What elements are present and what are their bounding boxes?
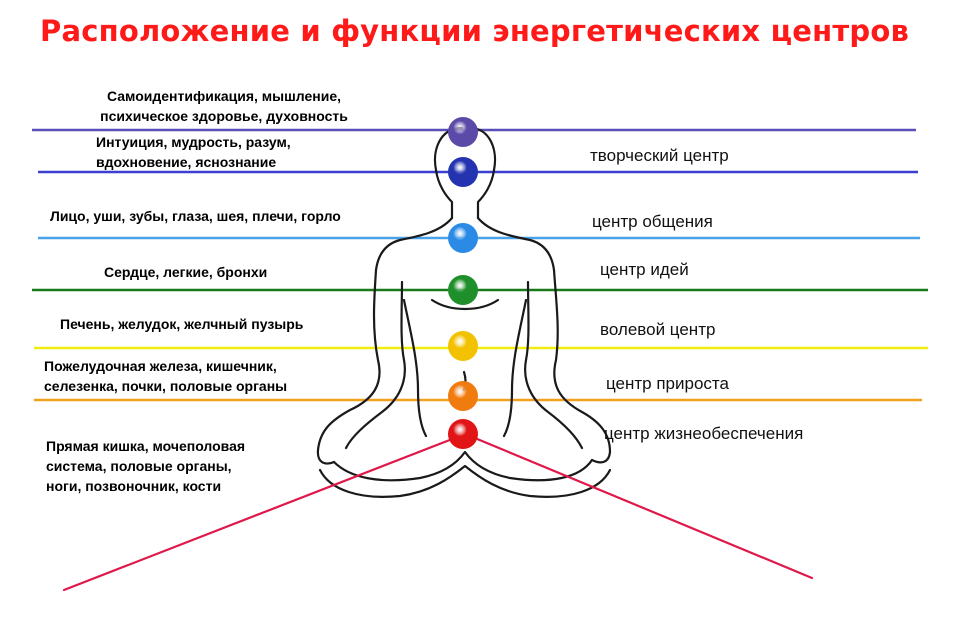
chakra-point-6 <box>448 381 478 411</box>
chakra-point-3 <box>448 223 478 253</box>
organ-line: Самоидентификация, мышление, <box>106 88 341 104</box>
chakra-point-5 <box>448 331 478 361</box>
organ-line: Пожелудочная железа, кишечник, <box>44 358 277 374</box>
right-arm-outline <box>552 268 612 464</box>
chest-line <box>430 298 500 310</box>
organ-line: психическое здоровье, духовность <box>100 108 348 124</box>
energy-rays <box>62 434 814 592</box>
body-outline <box>316 126 612 498</box>
left-inner-arm <box>344 280 406 450</box>
chakra-point-1 <box>448 117 478 147</box>
organ-line: Сердце, легкие, бронхи <box>104 264 268 280</box>
center-label-2: творческий центр <box>590 146 729 165</box>
organ-line: Интуиция, мудрость, разум, <box>96 134 291 150</box>
chakra-point-7 <box>448 419 478 449</box>
organ-label-2: Интуиция, мудрость, разум, вдохновение, я… <box>96 132 396 172</box>
ray-right <box>468 434 814 580</box>
center-label-5: волевой центр <box>600 320 716 339</box>
chakra-point-2 <box>448 157 478 187</box>
organ-line: Прямая кишка, мочеполовая <box>46 438 246 454</box>
organ-line: вдохновение, яснознание <box>96 154 277 170</box>
legs-outline <box>332 450 594 482</box>
center-label-3: центр общения <box>592 212 713 231</box>
organ-line: Лицо, уши, зубы, глаза, шея, плечи, горл… <box>50 208 341 224</box>
left-shoulder-outline <box>374 216 454 272</box>
organ-label-7: Прямая кишка, мочеполовая система, половы… <box>46 436 346 496</box>
right-shoulder-outline <box>476 216 556 272</box>
torso-right <box>502 298 528 438</box>
organ-line: селезенка, почки, половые органы <box>44 378 288 394</box>
organ-label-1: Самоидентификация, мышление, психическое … <box>44 86 404 126</box>
chakra-point-4 <box>448 275 478 305</box>
chakra-points <box>448 117 478 449</box>
page-title: Расположение и функции энергетических це… <box>40 14 910 48</box>
center-label-4: центр идей <box>600 260 689 279</box>
organ-line: Печень, желудок, желчный пузырь <box>60 316 304 332</box>
left-arm-outline <box>316 268 381 465</box>
organ-line: система, половые органы, <box>46 458 232 474</box>
organ-label-3: Лицо, уши, зубы, глаза, шея, плечи, горл… <box>50 206 410 226</box>
organ-label-6: Пожелудочная железа, кишечник, селезенка,… <box>44 356 364 396</box>
organ-label-4: Сердце, легкие, бронхи <box>104 262 404 282</box>
organ-line: ноги, позвоночник, кости <box>46 478 222 494</box>
torso-left <box>402 298 428 438</box>
head-outline <box>434 126 497 220</box>
legs-bottom <box>318 464 612 498</box>
organ-label-5: Печень, желудок, желчный пузырь <box>60 314 380 334</box>
ray-left <box>62 434 462 592</box>
center-label-7: центр жизнеобеспечения <box>604 424 804 443</box>
center-label-6: центр прироста <box>606 374 729 393</box>
right-inner-arm <box>524 280 584 450</box>
